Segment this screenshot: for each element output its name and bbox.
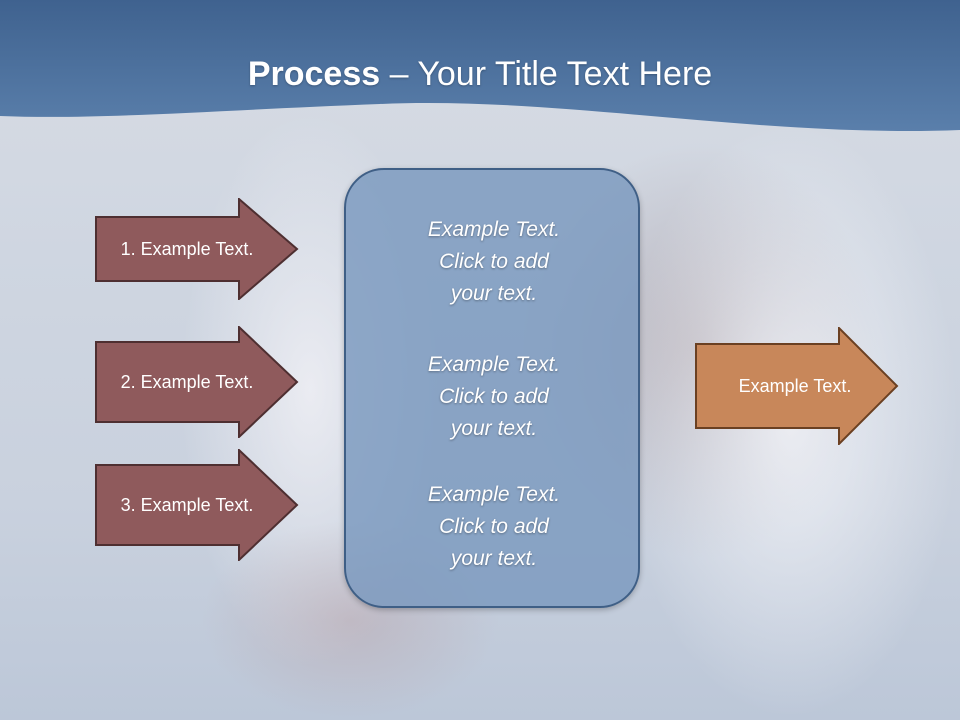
center-text-line: Example Text. xyxy=(427,483,561,506)
title-bold: Process xyxy=(247,55,381,93)
center-text-line: your text. xyxy=(450,547,538,570)
arrow-shape xyxy=(95,198,299,300)
page-title: Process – Your Title Text Here xyxy=(0,52,960,96)
input-label: 2. Example Text. xyxy=(120,371,254,392)
input-label: 3. Example Text. xyxy=(120,494,254,515)
center-text-line: your text. xyxy=(450,282,538,305)
output-label: Example Text. xyxy=(738,375,852,396)
output-arrow: Example Text. xyxy=(695,327,899,445)
arrow-shape xyxy=(95,449,299,561)
arrow-shape xyxy=(95,326,299,438)
center-text-line: Click to add xyxy=(439,250,549,273)
center-text-block-1: Example Text. Click to add your text. xyxy=(346,214,642,310)
arrow-shape xyxy=(695,327,899,445)
center-text-line: Click to add xyxy=(439,385,549,408)
center-text-block-3: Example Text. Click to add your text. xyxy=(346,479,642,575)
center-text-line: your text. xyxy=(450,417,538,440)
center-text-block-2: Example Text. Click to add your text. xyxy=(346,349,642,445)
input-arrow-1: 1. Example Text. xyxy=(95,198,299,300)
input-label: 1. Example Text. xyxy=(120,238,254,259)
center-text-line: Example Text. xyxy=(427,218,561,241)
input-arrow-3: 3. Example Text. xyxy=(95,449,299,561)
input-arrow-2: 2. Example Text. xyxy=(95,326,299,438)
title-rest: – Your Title Text Here xyxy=(380,55,713,93)
center-process-box: Example Text. Click to add your text. Ex… xyxy=(344,168,640,608)
center-text-line: Example Text. xyxy=(427,353,561,376)
header-band xyxy=(0,0,960,132)
center-text-line: Click to add xyxy=(439,515,549,538)
